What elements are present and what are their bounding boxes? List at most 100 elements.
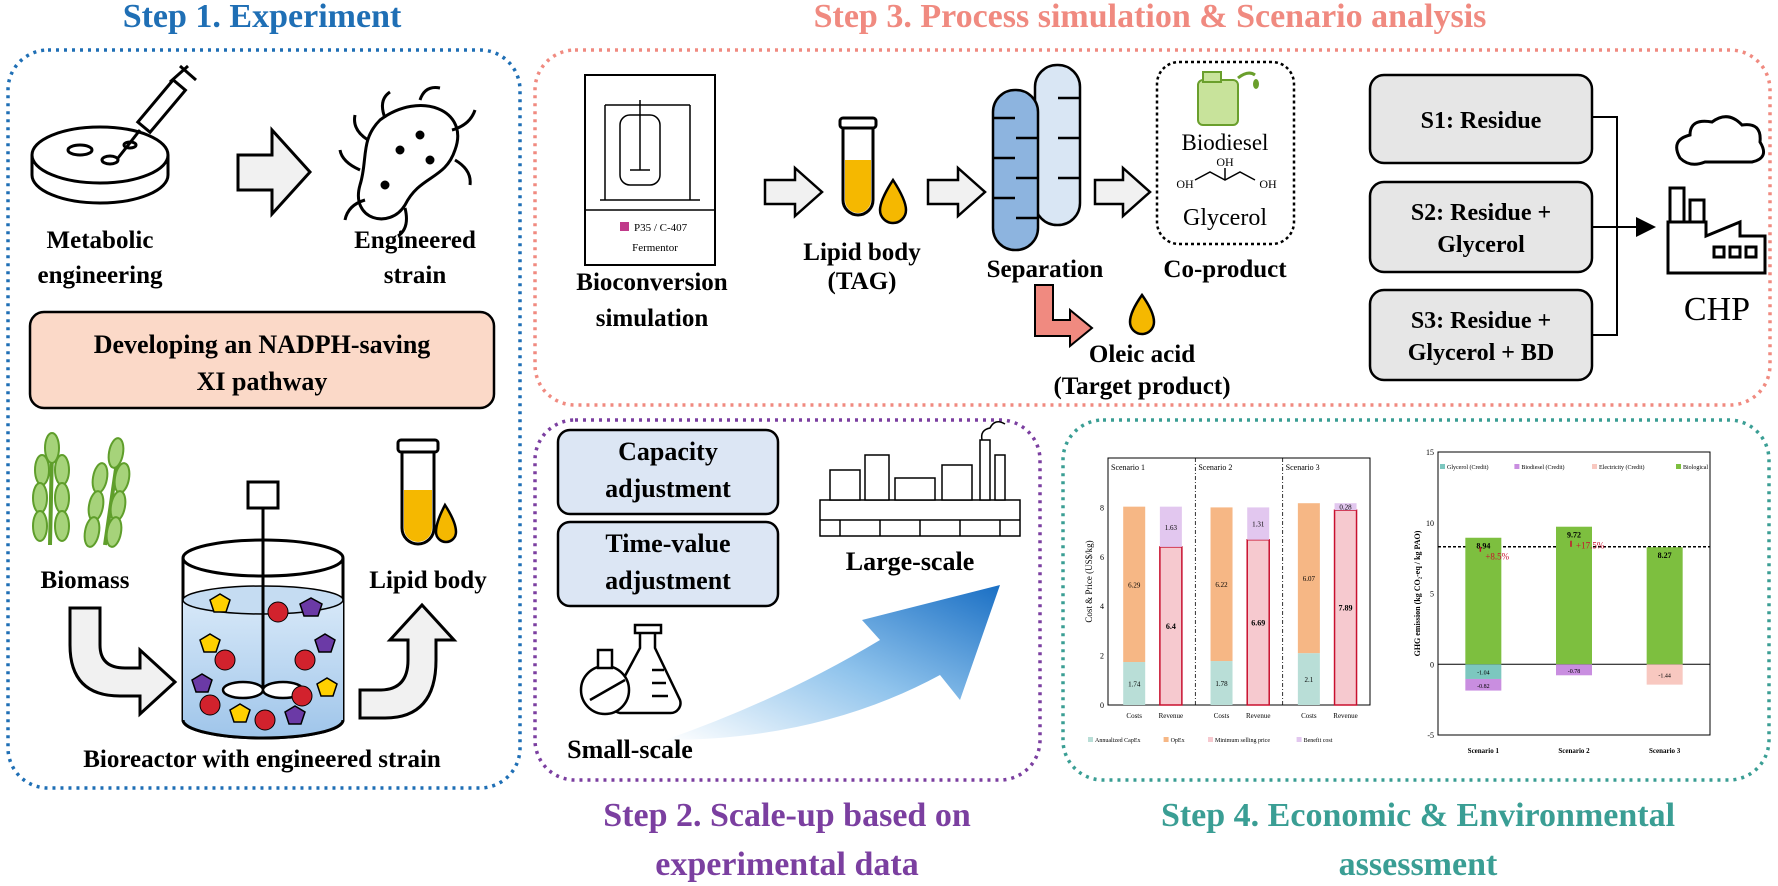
legend-swatch: [1592, 464, 1597, 469]
biodiesel-label: Biodiesel: [1182, 130, 1269, 155]
oh-label-top: OH: [1216, 155, 1234, 169]
capacity-label-1: Capacity: [618, 437, 718, 466]
curved-arrow-up-icon: [358, 602, 458, 720]
wheat-icon: [32, 432, 131, 548]
time-value-label-2: adjustment: [605, 566, 731, 595]
legend-label: Biodiesel (Credit): [1521, 464, 1564, 471]
y-tick-label: 0: [1430, 660, 1434, 669]
oil-drop-icon: [1128, 292, 1156, 336]
bioreactor-icon: [181, 480, 345, 740]
bar-capex: [1297, 653, 1320, 705]
y-axis-label: Cost & Price (US$/kg): [1084, 540, 1094, 622]
bacterium-icon: [338, 86, 477, 238]
time-value-box: [556, 520, 780, 608]
pathway-box: [28, 310, 496, 410]
bar-opex: [1297, 503, 1320, 654]
data-label: 1.63: [1165, 524, 1178, 532]
x-tick-label: Costs: [1214, 712, 1230, 720]
pathway-label-1: Developing an NADPH-saving: [94, 330, 431, 359]
oleic-label-2: (Target product): [1053, 373, 1230, 400]
data-label: -1.04: [1477, 671, 1490, 677]
step4-panel: [1061, 418, 1771, 782]
fermentor-label: Fermentor: [632, 242, 678, 254]
bar-biological: [1465, 537, 1502, 665]
data-label: 7.89: [1339, 604, 1353, 613]
data-label: 9.72: [1567, 531, 1581, 540]
curved-arrow-icon: [68, 606, 178, 718]
y-tick-label: 8: [1100, 503, 1104, 512]
legend-label: Biological: [1683, 465, 1708, 471]
y-tick-label: 15: [1426, 448, 1434, 457]
legend-swatch: [1514, 464, 1520, 469]
step1-title: Step 1. Experiment: [123, 0, 402, 35]
y-tick-label: 2: [1100, 652, 1104, 661]
y-tick-label: 5: [1430, 590, 1434, 599]
pathway-label-2: XI pathway: [197, 367, 328, 396]
strain-label-2: strain: [384, 262, 447, 289]
data-label: -0.82: [1477, 684, 1490, 690]
legend-label: Benefit cost: [1304, 737, 1333, 744]
test-tube-icon: [838, 116, 908, 225]
data-label: 1.74: [1128, 681, 1141, 689]
bar-capex: [1123, 662, 1146, 705]
data-label: 6.07: [1303, 575, 1316, 583]
step2-panel: [533, 418, 1042, 782]
large-scale-label: Large-scale: [846, 547, 975, 576]
glycerol-label: Glycerol: [1183, 205, 1267, 231]
right-arrow-icon: [926, 165, 987, 219]
y-axis-label: GHG emission (kg CO₂-eq / kg PAO): [1413, 530, 1422, 656]
y-tick-label: -5: [1427, 731, 1434, 740]
annotation-label: +8.5%: [1485, 552, 1509, 562]
fermentor-tag-icon: [620, 222, 629, 231]
legend-label: Minimum selling price: [1215, 738, 1270, 744]
chart-frame: [1107, 457, 1371, 706]
fermentor-code: P35 / C-407: [634, 222, 688, 234]
x-tick-label: Revenue: [1333, 712, 1358, 720]
scenario-label: Scenario 2: [1198, 463, 1232, 472]
legend-swatch: [1440, 464, 1445, 469]
capacity-box: [556, 428, 780, 516]
bar-msp: [1333, 509, 1358, 706]
scenario-s3-box: [1368, 288, 1594, 382]
fuel-can-icon: [1197, 71, 1259, 126]
x-tick-label: Costs: [1126, 712, 1142, 720]
bar-capex: [1210, 661, 1233, 705]
step2-title-2: experimental data: [655, 846, 918, 883]
right-arrow-icon: [763, 165, 824, 219]
coproduct-box: [1155, 60, 1296, 246]
x-tick-label: Scenario 2: [1558, 747, 1590, 755]
right-arrow-icon: [236, 126, 313, 218]
scale-up-arrow-icon: [665, 585, 1000, 740]
bar-credit: [1556, 664, 1592, 676]
y-tick-label: 0: [1100, 701, 1104, 710]
capacity-label-2: adjustment: [605, 474, 731, 503]
data-label: 1.31: [1252, 521, 1265, 529]
data-label: 0.28: [1339, 504, 1352, 512]
data-label: 2.1: [1304, 676, 1313, 684]
scenario-s1-box: [1368, 73, 1594, 165]
lipid-body-label: Lipid body: [369, 567, 487, 594]
x-tick-label: Revenue: [1159, 712, 1184, 720]
x-tick-label: Scenario 1: [1468, 747, 1500, 755]
data-label: 6.29: [1128, 581, 1141, 589]
bar-opex: [1123, 506, 1146, 663]
industrial-plant-icon: [819, 421, 1021, 537]
data-label: 6.69: [1251, 618, 1265, 627]
data-label: 1.78: [1215, 680, 1228, 688]
scenario-s3-label-1: S3: Residue +: [1411, 308, 1551, 334]
step3-title: Step 3. Process simulation & Scenario an…: [814, 0, 1487, 35]
strain-label-1: Engineered: [354, 227, 476, 254]
legend-label: Glycerol (Credit): [1447, 464, 1488, 471]
bar-benefit: [1247, 507, 1270, 540]
bioconversion-label-1: Bioconversion: [576, 269, 727, 296]
annotation-label: +17.5%: [1576, 541, 1605, 551]
data-label: 6.22: [1215, 581, 1228, 589]
petri-dish-icon: [30, 125, 170, 205]
bar-biological: [1556, 526, 1592, 665]
data-label: 8.27: [1658, 551, 1672, 560]
scenario-s2-label-2: Glycerol: [1437, 232, 1525, 258]
legend-label: Electricity (Credit): [1599, 464, 1644, 471]
